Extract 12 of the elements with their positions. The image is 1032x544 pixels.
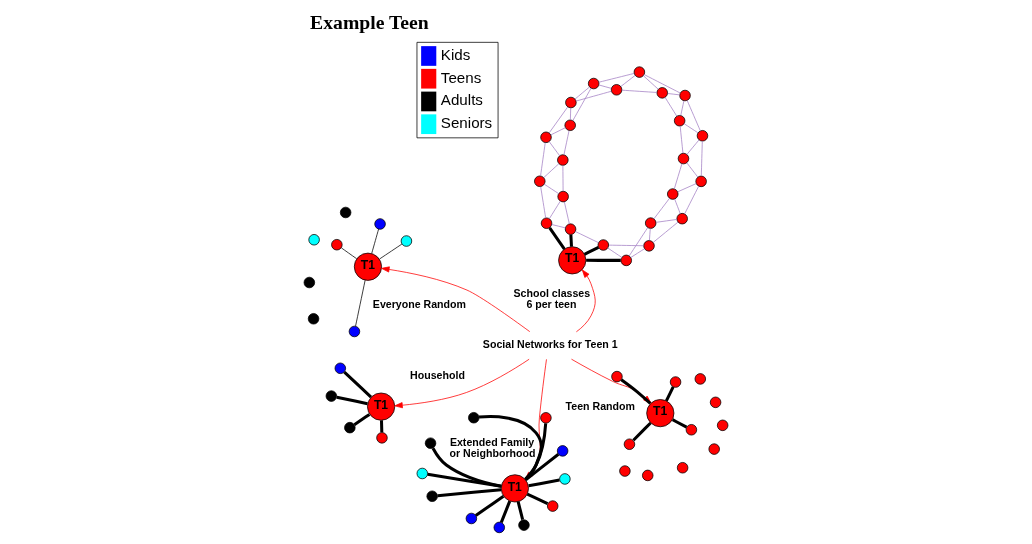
node-label: Teen Random [565, 399, 635, 412]
legend-label: Adults [440, 91, 483, 109]
legend-label: Seniors [440, 113, 493, 131]
node-label: Extended Family or Neighborhood [449, 436, 536, 459]
node-label: School classes [513, 286, 591, 299]
legend-label: Kids [440, 45, 471, 63]
legend-label: Teens [440, 68, 482, 86]
diagram-title: Example Teen [310, 11, 429, 34]
node-text: Social Networks for Teen 1 [482, 337, 618, 350]
node-label: 6 per teen [526, 297, 577, 310]
node-label: Everyone Random [372, 298, 466, 311]
node-label: Household [410, 368, 465, 381]
